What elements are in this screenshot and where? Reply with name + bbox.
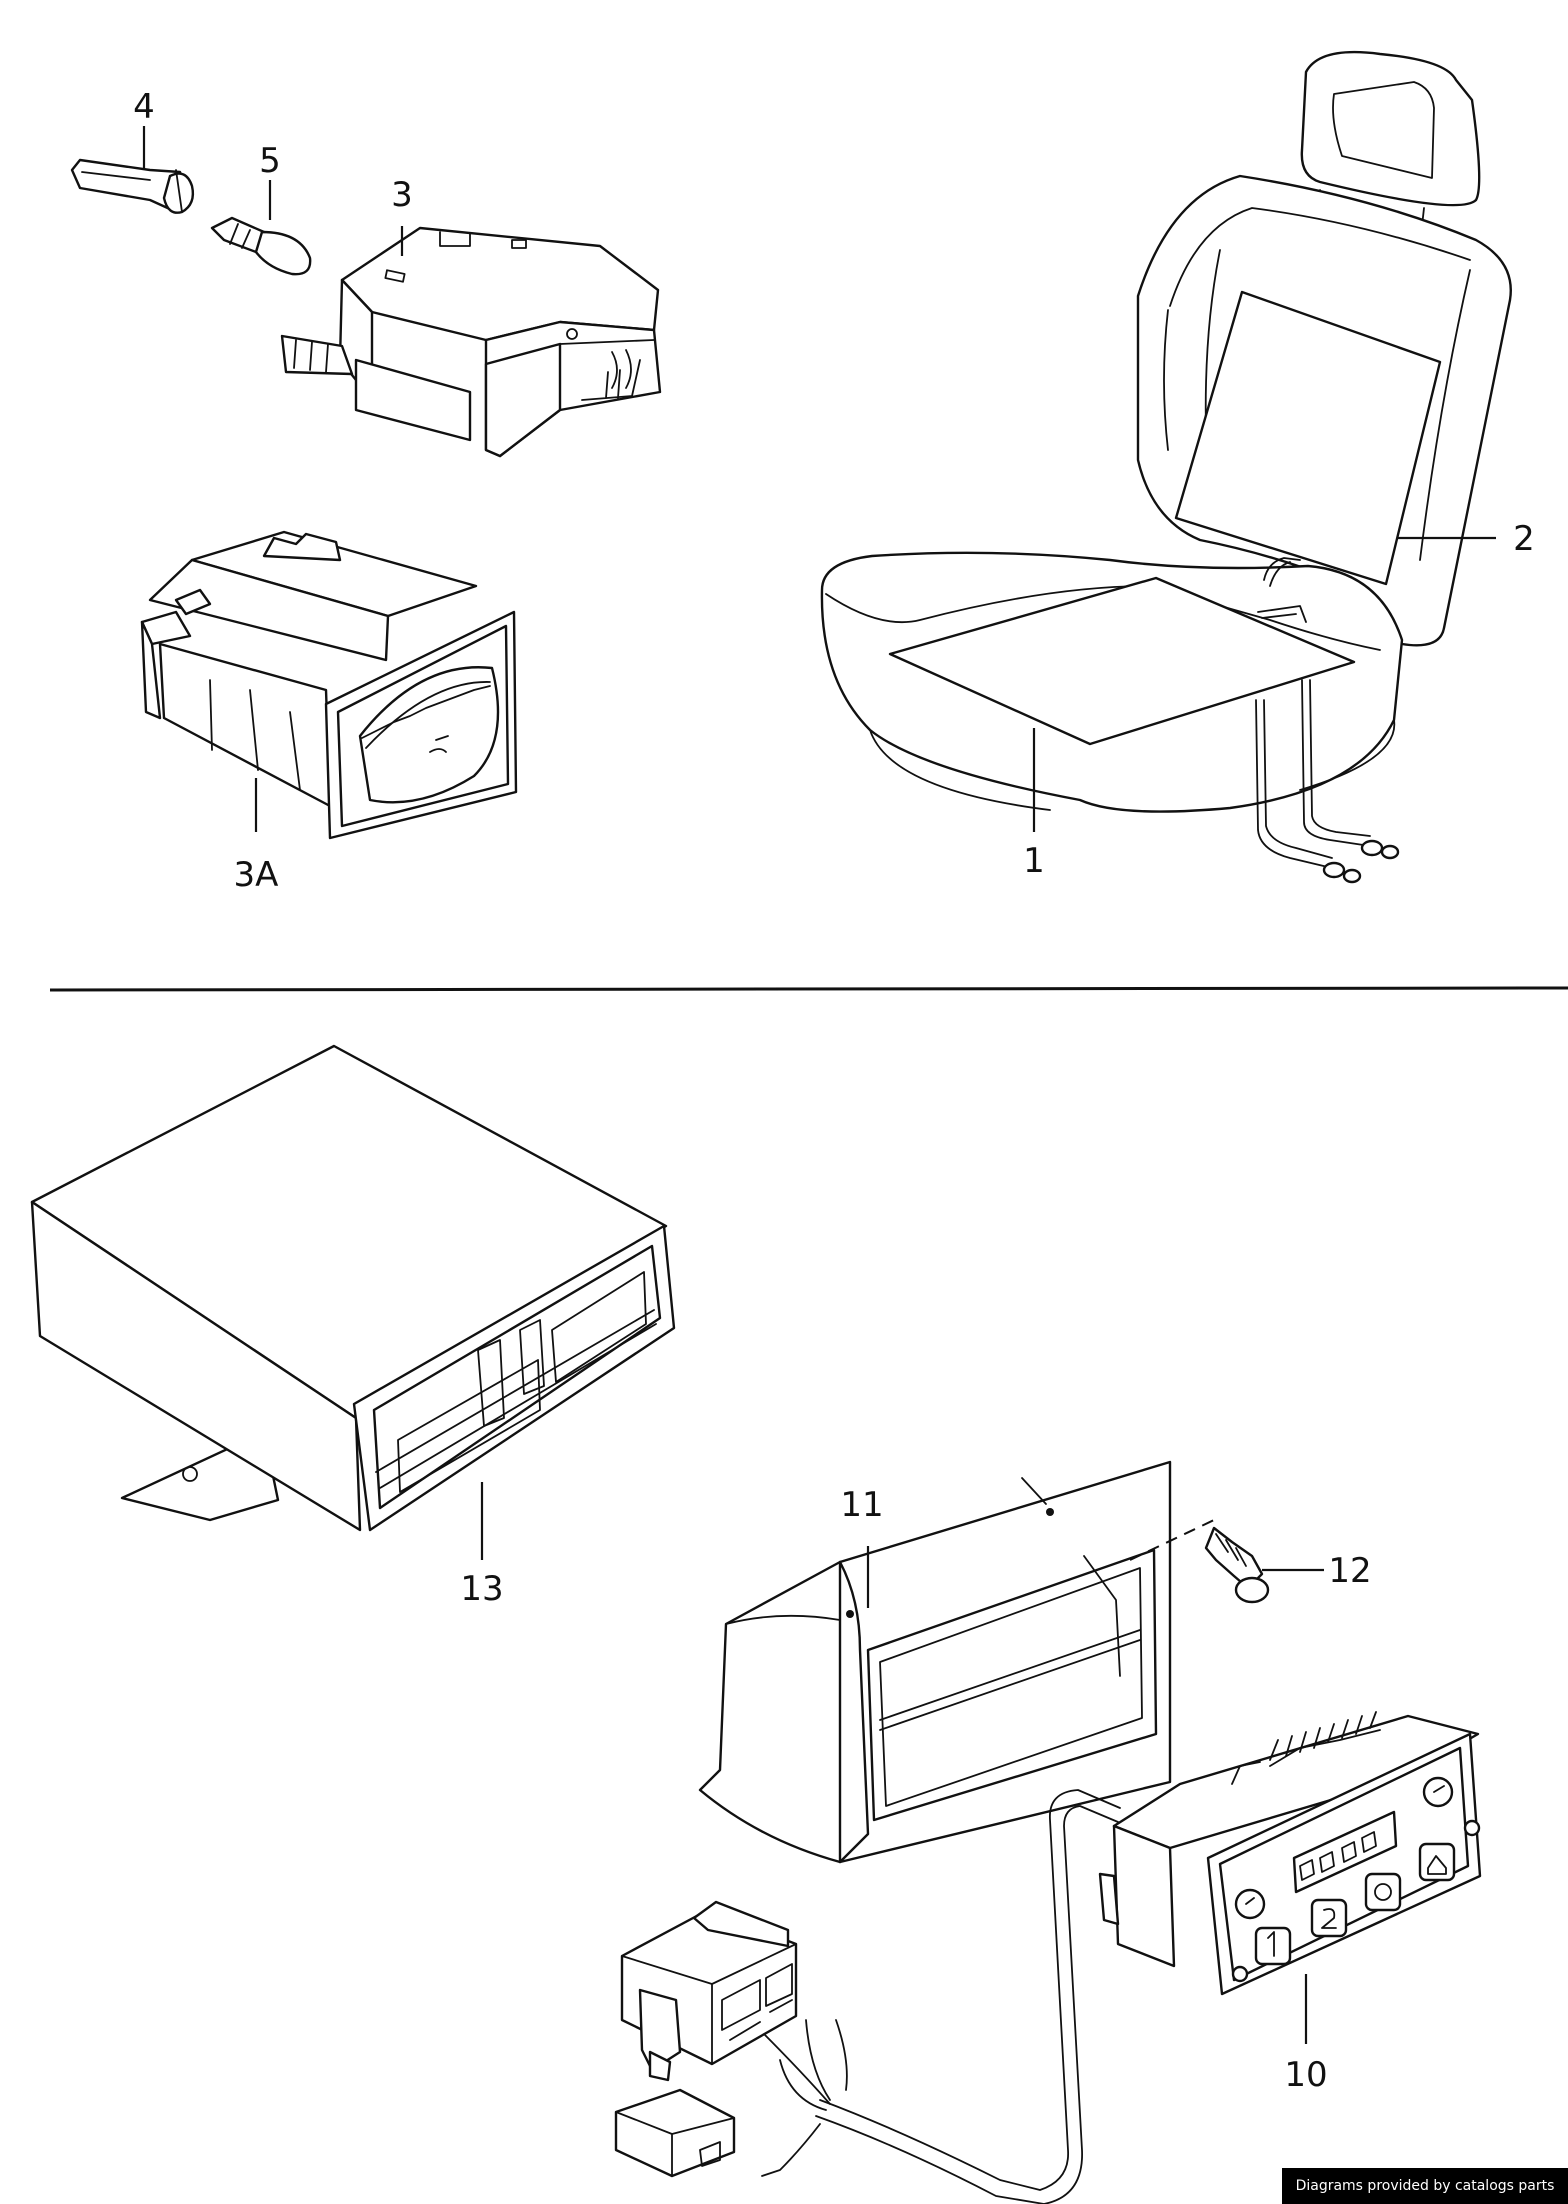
section-divider <box>49 986 1568 992</box>
seat-heating-assembly[interactable] <box>820 50 1512 884</box>
bulb-part-5[interactable] <box>210 216 312 276</box>
callout-1: 1 <box>1023 841 1045 881</box>
screw-part-12[interactable] <box>1129 1519 1270 1604</box>
small-plug[interactable] <box>614 2088 736 2178</box>
bulb-holder-part-4[interactable] <box>70 158 195 214</box>
callout-12: 12 <box>1328 1551 1371 1591</box>
callout-3: 3 <box>391 175 413 215</box>
wire-harness <box>759 1789 1121 2204</box>
control-unit-part-13[interactable] <box>30 1044 676 1532</box>
callout-4: 4 <box>133 87 155 127</box>
callout-3a: 3A <box>234 855 279 895</box>
rotary-switch-part-3a[interactable] <box>140 530 518 840</box>
switch-part-3[interactable] <box>280 226 662 458</box>
credit-banner[interactable]: Diagrams provided by catalogs parts <box>1282 2168 1568 2204</box>
callout-13: 13 <box>460 1569 503 1609</box>
mounting-frame-part-11[interactable] <box>698 1460 1172 1864</box>
harness-connector[interactable] <box>620 1900 798 2082</box>
control-panel-part-10[interactable] <box>1098 1711 1482 1996</box>
callout-10: 10 <box>1284 2055 1327 2095</box>
callout-11: 11 <box>840 1485 883 1525</box>
callout-5: 5 <box>259 141 281 181</box>
callout-2: 2 <box>1513 519 1535 559</box>
